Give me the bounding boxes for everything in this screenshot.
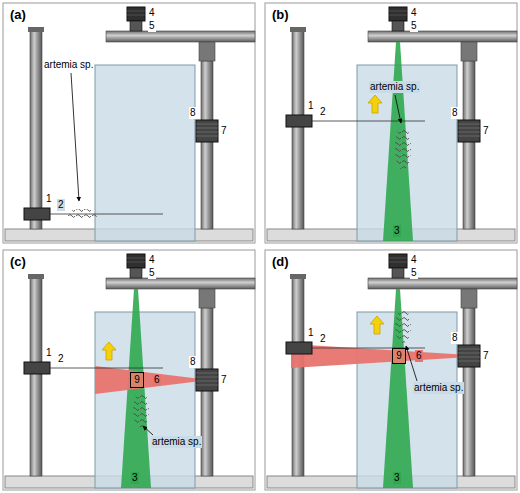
callout-number: 6	[153, 374, 161, 386]
panel-label: (a)	[9, 7, 27, 22]
callout-number: 1	[307, 327, 315, 339]
callout-number: 7	[220, 374, 228, 386]
callout-number: 3	[131, 472, 139, 484]
panel-label: (d)	[271, 254, 290, 269]
callout-number: 5	[148, 20, 156, 32]
callout-number: 9	[134, 374, 140, 386]
callout-number: 4	[148, 7, 156, 19]
callout-number: 1	[45, 347, 53, 359]
callout-number: 2	[319, 333, 327, 345]
callout-number: 1	[307, 100, 315, 112]
callout-number: 2	[319, 106, 327, 118]
callout-number: 2	[57, 199, 65, 211]
callout-number: 3	[393, 472, 401, 484]
callout-number: 8	[189, 356, 197, 368]
callout-number: 3	[393, 225, 401, 237]
panel-label: (b)	[271, 7, 290, 22]
callout-number: 8	[451, 107, 459, 119]
callout-number: 7	[482, 350, 490, 362]
callout-number: 7	[482, 125, 490, 137]
target-box: 9	[130, 372, 144, 388]
callout-number: 4	[410, 7, 418, 19]
callout-number: 5	[410, 267, 418, 279]
callout-number: 5	[410, 20, 418, 32]
callout-number: 1	[45, 193, 53, 205]
callout-number: 2	[57, 353, 65, 365]
callout-number: 8	[451, 332, 459, 344]
species-label: artemia sp.	[413, 382, 464, 394]
callout-number: 4	[148, 254, 156, 266]
callout-number: 4	[410, 254, 418, 266]
callout-number: 7	[220, 125, 228, 137]
callout-number: 5	[148, 267, 156, 279]
callout-number: 9	[396, 350, 402, 362]
callout-number: 6	[415, 350, 423, 362]
callout-number: 8	[189, 107, 197, 119]
species-label: artemia sp.	[43, 59, 94, 71]
target-box: 9	[392, 348, 406, 364]
panel-label: (c)	[9, 254, 27, 269]
species-label: artemia sp.	[151, 436, 202, 448]
species-label: artemia sp.	[369, 81, 420, 93]
